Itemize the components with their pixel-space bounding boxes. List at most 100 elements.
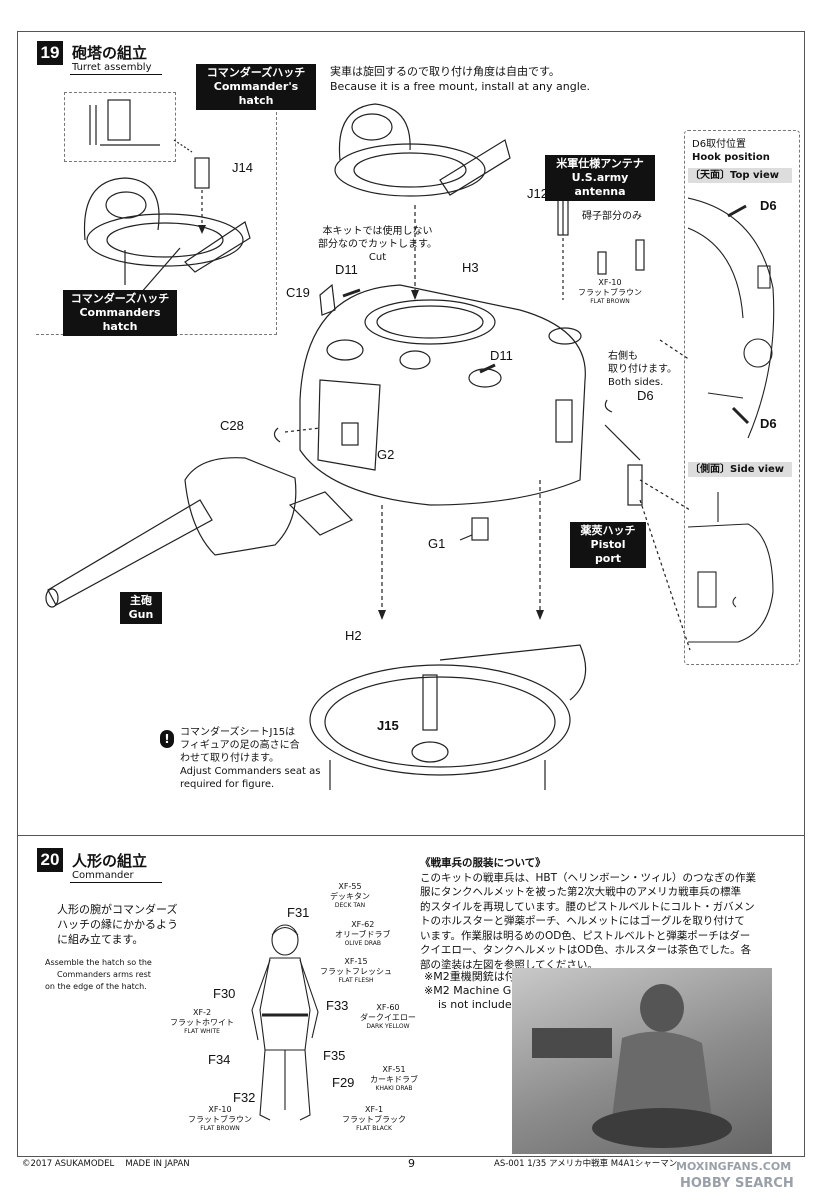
paint-code: XF-55 [338,882,362,891]
side-view-heading: 〔側面〕Side view [688,462,792,477]
paint-en: DECK TAN [334,902,366,909]
gun-label: 主砲 Gun [120,592,162,624]
part-H2: H2 [345,628,362,643]
top-view-heading: 〔天面〕Top view [688,168,792,183]
uniform-description: 《戦車兵の服装について》 このキットの戦車兵は、HBT（ヘリンボーン・ツィル）の… [420,856,800,972]
paint-name: ダークイエロー [360,1013,416,1022]
commander-hatch-label-jp: コマンダーズハッチ [206,66,306,79]
footer-product: AS-001 1/35 アメリカ中戦車 M4A1シャーマン [494,1159,678,1169]
paint-name: フラットブラウン [188,1115,252,1124]
free-mount-note-jp: 実車は旋回するので取り付け角度は自由です。 [330,65,560,78]
inset-hatch-label-jp: コマンダーズハッチ [70,292,170,305]
photo-silhouette [532,984,732,1148]
paint-khaki-drab: XF-51 カーキドラブ KHAKI DRAB [370,1065,418,1093]
paint-flat-white: XF-2 フラットホワイト FLAT WHITE [170,1008,234,1036]
seat-note-jp-2: フィギュアの足の高さに合 [180,740,300,751]
watermark-top: MOXINGFANS.COM [676,1160,792,1173]
uniform-line: います。作業服は明るめのOD色、ピストルベルトと弾薬ポーチはダー [420,929,751,942]
uniform-line: クイエロー、タンクヘルメットはOD色、ホルスターは茶色でした。各 [420,944,752,956]
gun-label-jp: 主砲 [130,594,152,607]
both-sides-en: Both sides. [608,377,664,388]
paint-dark-yellow: XF-60 ダークイエロー DARK YELLOW [360,1003,416,1031]
part-F34: F34 [208,1052,231,1067]
part-D6-bottom: D6 [760,416,777,431]
part-D6: D6 [637,388,654,403]
paint-code: XF-10 [208,1105,232,1114]
part-F33: F33 [326,998,349,1013]
paint-code: XF-60 [376,1003,400,1012]
cut-note-jp-2: 部分なのでカットします。 [318,239,437,250]
insulator-note: 碍子部分のみ [582,211,642,222]
inset-hatch-label: コマンダーズハッチ Commanders hatch [63,290,177,336]
uniform-line: 服にタンクヘルメットを被った第2次大戦中のアメリカ戦車兵の標準 [420,886,742,898]
mg-note-en-2: is not included. [438,998,523,1011]
hatch-detail-box [64,92,176,162]
paint-en: FLAT FLESH [338,977,374,984]
paint-code: XF-2 [192,1008,212,1017]
part-G2: G2 [377,447,395,462]
antenna-paint-code: XF-10 [598,278,622,287]
top-view-drawing [688,197,775,439]
paint-name: フラットブラック [342,1115,406,1124]
part-H3: H3 [462,260,479,275]
paint-name: オリーブドラブ [335,930,391,939]
inset-hatch-label-en: Commanders hatch [79,306,161,333]
part-D11-top: D11 [335,262,358,277]
paint-code: XF-62 [351,920,375,929]
cut-note: 本キットでは使用しない 部分なのでカットします。 Cut [318,225,437,264]
cut-note-jp-1: 本キットでは使用しない [322,226,433,237]
seat-note-jp-1: コマンダーズシートJ15は [180,727,296,738]
both-sides-jp-2: 取り付けます。 [608,364,677,375]
paint-name: フラットフレッシュ [320,967,392,976]
side-view-drawing [688,492,774,643]
turret-assembly-drawing [45,99,691,790]
uniform-title: 《戦車兵の服装について》 [420,857,546,869]
part-C28: C28 [220,418,244,433]
paint-name: フラットホワイト [170,1018,234,1027]
seat-note-jp-3: わせて取り付けます。 [180,753,279,764]
both-sides-note: 右側も 取り付けます。 Both sides. [608,350,677,389]
uniform-line: このキットの戦車兵は、HBT（ヘリンボーン・ツィル）のつなぎの作業 [420,871,756,884]
arm-note-jp: 人形の腕がコマンダーズ ハッチの縁にかかるよう に組み立てます。 [57,902,178,947]
paint-en: FLAT BLACK [356,1125,392,1132]
paint-en: KHAKI DRAB [375,1085,413,1092]
antenna-paint: XF-10 フラットブラウン FLAT BROWN [578,278,642,306]
part-F29: F29 [332,1075,355,1090]
paint-code: XF-51 [382,1065,406,1074]
hook-position-inset [684,130,800,665]
antenna-label-jp: 米軍仕様アンテナ [556,157,644,170]
step-19-subtitle: Turret assembly [70,62,162,75]
arm-note-jp-1: 人形の腕がコマンダーズ [57,903,178,916]
part-C19: C19 [286,285,310,300]
watermark-bottom: HOBBY SEARCH [680,1176,794,1191]
part-J15: J15 [377,718,399,733]
paint-olive-drab: XF-62 オリーブドラブ OLIVE DRAB [335,920,391,948]
footer-copyright: ©2017 ASUKAMODEL MADE IN JAPAN [22,1159,190,1169]
antenna-label-en: U.S.army antenna [571,171,629,198]
arm-note-en-1: Assemble the hatch so the [45,958,152,967]
seat-note: コマンダーズシートJ15は フィギュアの足の高さに合 わせて取り付けます。 Ad… [180,726,320,791]
commander-hatch-label: コマンダーズハッチ Commander's hatch [196,64,316,110]
part-J14: J14 [232,160,253,175]
paint-code: XF-1 [364,1105,384,1114]
hook-title-en: Hook position [692,152,770,163]
both-sides-jp-1: 右側も [608,351,638,362]
part-J12: J12 [527,186,548,201]
part-F30: F30 [213,986,236,1001]
commander-hatch-label-en: Commander's hatch [213,80,299,107]
arm-note-en: Assemble the hatch so the Commanders arm… [45,957,152,993]
antenna-paint-jp: フラットブラウン [578,288,642,297]
antenna-label: 米軍仕様アンテナ U.S.army antenna [545,155,655,201]
commander-photo [512,968,772,1154]
step-20-title: 人形の組立 [72,852,148,870]
uniform-line: 部の塗装は左図を参照してください。 [420,958,598,971]
free-mount-note-en: Because it is a free mount, install at a… [330,80,591,93]
paint-flat-flesh: XF-15 フラットフレッシュ FLAT FLESH [320,957,392,985]
step-divider [17,835,804,836]
part-F32: F32 [233,1090,256,1105]
pistol-port-en: Pistol port [590,538,626,565]
mg-note-en-1: ※M2 Machine Gun [424,984,526,997]
uniform-line: 的スタイルを再現しています。腰のピストルベルトにコルト・ガバメン [420,900,755,913]
caution-icon: ! [160,730,174,748]
pistol-port-jp: 薬莢ハッチ [580,524,636,537]
